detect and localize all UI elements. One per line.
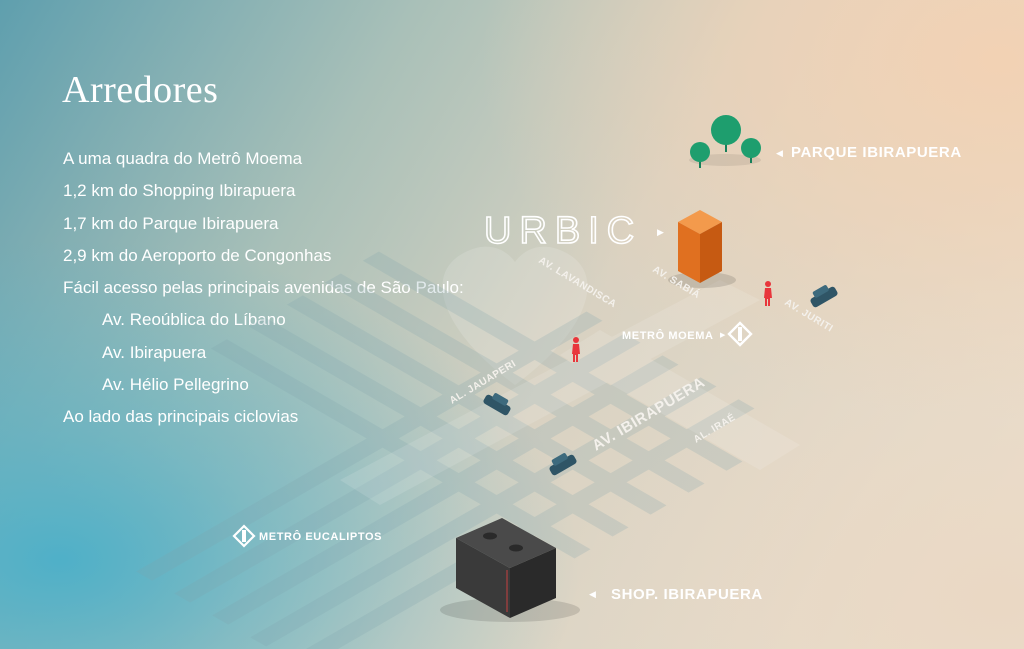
pedestrian-icon [572,337,580,362]
brand-urbic: URBIC [484,210,642,252]
watermark-heart [442,246,588,385]
label-av-juriti: AV. JURITI [782,297,834,334]
arrow-right-icon: ▶ [720,332,726,339]
feature-item: Ao lado das principais ciclovias [63,407,299,427]
arrow-right-icon: ▶ [657,227,664,237]
label-parque: PARQUE IBIRAPUERA [791,144,962,161]
features-list: A uma quadra do Metrô Moema 1,2 km do Sh… [63,143,464,434]
metro-icon [727,321,753,347]
label-metro-eucaliptos: METRÔ EUCALIPTOS [259,530,382,543]
urbic-building [668,210,736,288]
label-shop-ibirapuera: SHOP. IBIRAPUERA [611,586,763,603]
arrow-left-icon: ◀ [776,148,783,158]
avenue-item: Av. Reoública do Líbano [102,310,286,330]
avenue-item: Av. Hélio Pellegrino [102,375,249,395]
feature-item: A uma quadra do Metrô Moema [63,149,303,168]
feature-item: 2,9 km do Aeroporto de Congonhas [63,245,332,265]
car-icon [810,285,838,308]
park-trees [689,115,761,168]
car-icon [549,453,577,476]
feature-item: Fácil acesso pelas principais avenidas d… [63,278,464,298]
car-icon [483,393,511,416]
avenue-item: Av. Ibirapuera [102,342,207,362]
pedestrian-icon [764,281,772,306]
feature-item: 1,2 km do Shopping Ibirapuera [63,181,296,201]
page-title: Arredores [62,69,219,111]
mall-building [440,518,580,622]
metro-icon [232,524,256,548]
feature-item: 1,7 km do Parque Ibirapuera [63,213,279,233]
arrow-left-icon: ◀ [589,589,596,599]
label-metro-moema: METRÔ MOEMA [622,329,714,342]
